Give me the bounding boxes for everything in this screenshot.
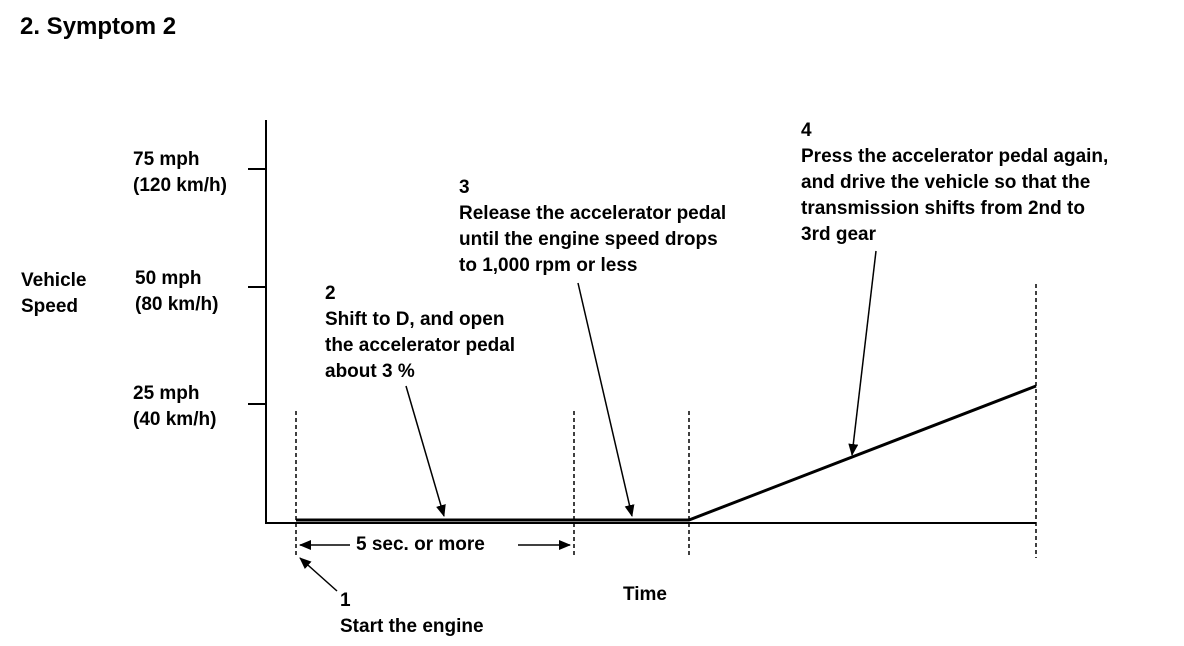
y-tick-mph: 75 mph	[133, 149, 200, 170]
step-1-callout: 1 Start the engine	[340, 588, 484, 640]
y-tick-label-25mph: 25 mph (40 km/h)	[133, 381, 216, 433]
y-tick-kmh: (40 km/h)	[133, 409, 217, 430]
y-tick-label-75mph: 75 mph (120 km/h)	[133, 147, 227, 199]
y-axis-label-line: Vehicle	[21, 270, 87, 291]
step-number: 2	[325, 283, 336, 304]
y-tick-mph: 25 mph	[133, 383, 200, 404]
step-text-line: about 3 %	[325, 361, 415, 382]
step-text-line: the accelerator pedal	[325, 335, 516, 356]
diagram-title: 2. Symptom 2	[20, 13, 177, 40]
y-tick-kmh: (80 km/h)	[135, 294, 219, 315]
callout-arrow-1	[299, 557, 338, 592]
step-number: 4	[801, 120, 812, 141]
callout-arrow-2	[405, 385, 446, 517]
callout-arrow-4	[848, 250, 877, 456]
step-3-callout: 3 Release the accelerator pedal until th…	[459, 175, 726, 279]
step-text-line: 3rd gear	[801, 224, 876, 245]
step-number: 1	[340, 590, 351, 611]
step-text-line: Press the accelerator pedal again,	[801, 146, 1109, 167]
interval-label: 5 sec. or more	[356, 534, 485, 555]
step-2-callout: 2 Shift to D, and open the accelerator p…	[325, 281, 515, 385]
step-number: 3	[459, 177, 470, 198]
speed-trace	[296, 384, 1037, 522]
y-tick-mph: 50 mph	[135, 268, 202, 289]
step-text-line: Start the engine	[340, 616, 484, 637]
step-text-line: Release the accelerator pedal	[459, 203, 727, 224]
x-axis-label: Time	[623, 584, 668, 605]
step-text-line: until the engine speed drops	[459, 229, 718, 250]
step-text-line: transmission shifts from 2nd to	[801, 198, 1085, 219]
step-text-line: and drive the vehicle so that the	[801, 172, 1091, 193]
y-axis-label: Vehicle Speed	[21, 268, 87, 320]
y-axis-label-line: Speed	[21, 296, 79, 317]
callout-arrow-3	[577, 282, 635, 517]
y-tick-kmh: (120 km/h)	[133, 175, 227, 196]
step-text-line: to 1,000 rpm or less	[459, 255, 638, 276]
step-text-line: Shift to D, and open	[325, 309, 505, 330]
y-tick-label-50mph: 50 mph (80 km/h)	[135, 266, 218, 318]
step-4-callout: 4 Press the accelerator pedal again, and…	[801, 118, 1108, 248]
